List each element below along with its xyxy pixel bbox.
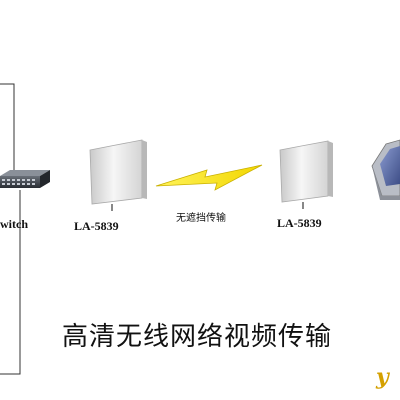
cable-lines (0, 83, 21, 375)
diagram-title: 高清无线网络视频传输 (62, 322, 333, 352)
link-label: 无遮挡传输 (176, 213, 226, 224)
wireless-lightning-icon (155, 164, 263, 191)
bottom-cable (0, 190, 21, 375)
network-switch-icon (0, 170, 50, 188)
antenna-left-label: LA-5839 (74, 219, 119, 233)
antenna-right-icon (279, 140, 333, 209)
top-cable (0, 83, 15, 171)
switch-label: witch (0, 217, 28, 231)
antenna-right-label: LA-5839 (277, 216, 322, 230)
antenna-left-icon (89, 139, 147, 211)
monitor-device-icon (371, 139, 400, 200)
watermark-text: y (376, 364, 389, 390)
